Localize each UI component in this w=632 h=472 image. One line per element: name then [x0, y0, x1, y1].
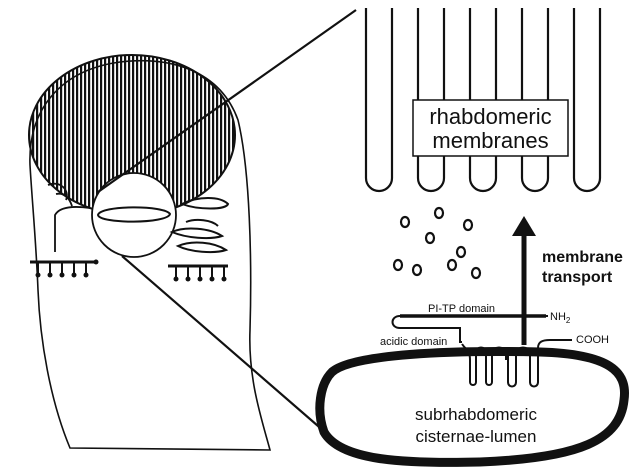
smc-circle — [92, 173, 176, 257]
lumen-label-line2: cisternae-lumen — [416, 427, 537, 446]
cooh-label: COOH — [576, 334, 609, 346]
transport-label-line2: transport — [542, 269, 613, 286]
nh2-label: NH2 — [550, 311, 571, 325]
ribosome-row-left — [30, 260, 99, 278]
ribosome-row-right — [168, 266, 228, 282]
photoreceptor-cell — [29, 55, 270, 450]
transport-vesicles — [394, 208, 480, 278]
transport-label-line1: membrane — [542, 249, 623, 266]
lumen-label-line1: subrhabdomeric — [415, 405, 537, 424]
rhabdomeric-label-line1: rhabdomeric — [429, 104, 551, 129]
rhabdomeric-label-line2: membranes — [432, 128, 548, 153]
transport-arrow-head — [512, 216, 536, 236]
pitp-domain-label: PI-TP domain — [428, 303, 495, 315]
zoom-line-bottom — [122, 256, 348, 452]
acidic-domain-label: acidic domain — [380, 336, 447, 348]
